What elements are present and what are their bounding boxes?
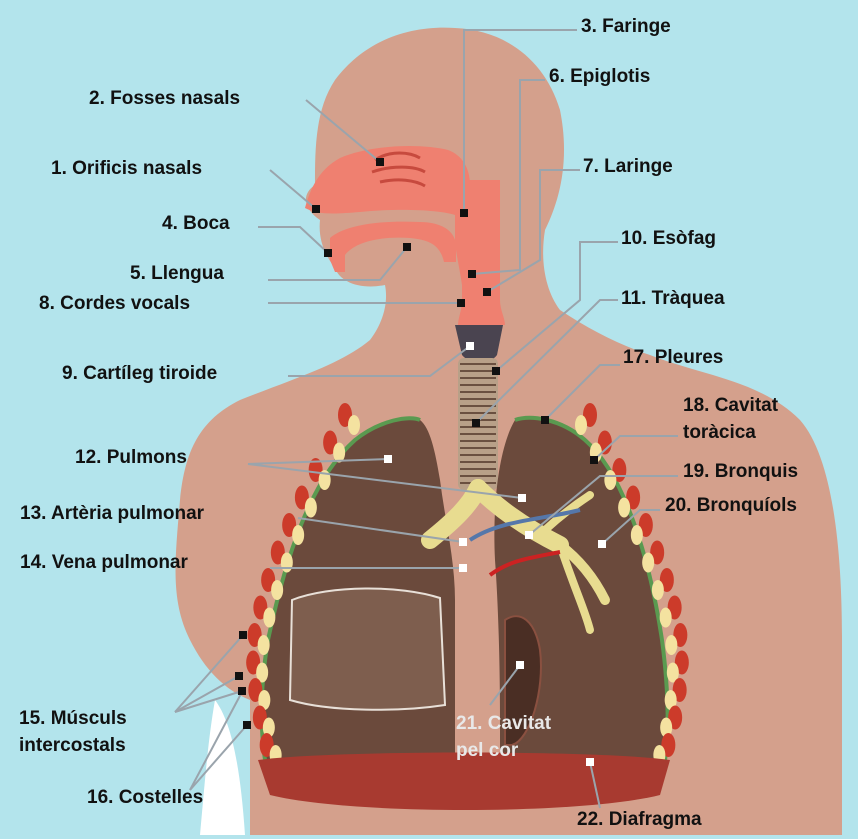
- rib: [333, 443, 345, 463]
- label-cavitat-pel-cor-1: 21. Cavitat: [456, 713, 551, 735]
- rib: [271, 580, 283, 600]
- rib: [618, 498, 630, 518]
- label-llengua: 5. Llengua: [130, 263, 224, 285]
- rib: [258, 635, 270, 655]
- label-marker: [459, 564, 467, 572]
- rib: [631, 525, 643, 545]
- rib: [575, 415, 587, 435]
- label-marker: [492, 367, 500, 375]
- label-orificis-nasals: 1. Orificis nasals: [51, 158, 202, 180]
- label-cartileg-tiroide: 9. Cartíleg tiroide: [62, 363, 217, 385]
- label-marker: [525, 531, 533, 539]
- rib: [604, 470, 616, 490]
- label-cavitat-toracica-2: toràcica: [683, 422, 756, 444]
- label-traquea: 11. Tràquea: [621, 288, 725, 310]
- rib: [665, 635, 677, 655]
- rib: [292, 525, 304, 545]
- label-marker: [590, 456, 598, 464]
- label-diafragma: 22. Diafragma: [577, 809, 702, 831]
- label-marker: [598, 540, 606, 548]
- label-cavitat-pel-cor-2: pel cor: [456, 740, 518, 762]
- label-marker: [586, 758, 594, 766]
- label-marker: [238, 687, 246, 695]
- label-bronquis: 19. Bronquis: [683, 461, 798, 483]
- label-cavitat-toracica-1: 18. Cavitat: [683, 395, 778, 417]
- label-epiglotis: 6. Epiglotis: [549, 66, 650, 88]
- label-marker: [516, 661, 524, 669]
- pharynx-larynx: [458, 180, 505, 325]
- label-musculs-intercostals-2: intercostals: [19, 735, 126, 757]
- label-marker: [518, 494, 526, 502]
- label-laringe: 7. Laringe: [583, 156, 673, 178]
- label-boca: 4. Boca: [162, 213, 230, 235]
- label-cordes-vocals: 8. Cordes vocals: [39, 293, 190, 315]
- label-faringe: 3. Faringe: [581, 16, 671, 38]
- label-arteria-pulmonar: 13. Artèria pulmonar: [20, 503, 204, 525]
- label-marker: [472, 419, 480, 427]
- label-fosses-nasals: 2. Fosses nasals: [89, 88, 240, 110]
- label-marker: [312, 205, 320, 213]
- label-marker: [459, 538, 467, 546]
- label-vena-pulmonar: 14. Vena pulmonar: [20, 552, 188, 574]
- label-marker: [376, 158, 384, 166]
- rib: [305, 498, 317, 518]
- label-marker: [243, 721, 251, 729]
- label-musculs-intercostals-1: 15. Músculs: [19, 708, 127, 730]
- label-marker: [466, 342, 474, 350]
- lung-lobe-lower: [290, 588, 445, 709]
- rib: [281, 553, 293, 573]
- rib: [348, 415, 360, 435]
- label-marker: [384, 455, 392, 463]
- label-pulmons: 12. Pulmons: [75, 447, 187, 469]
- label-marker: [403, 243, 411, 251]
- label-marker: [541, 416, 549, 424]
- rib: [263, 608, 275, 628]
- label-costelles: 16. Costelles: [87, 787, 203, 809]
- rib: [642, 553, 654, 573]
- label-pleures: 17. Pleures: [623, 347, 723, 369]
- rib: [660, 608, 672, 628]
- label-marker: [457, 299, 465, 307]
- label-marker: [483, 288, 491, 296]
- rib: [652, 580, 664, 600]
- label-marker: [468, 270, 476, 278]
- label-marker: [460, 209, 468, 217]
- label-bronquiols: 20. Bronquíols: [665, 495, 797, 517]
- label-marker: [324, 249, 332, 257]
- label-marker: [239, 631, 247, 639]
- label-esofag: 10. Esòfag: [621, 228, 716, 250]
- label-marker: [235, 672, 243, 680]
